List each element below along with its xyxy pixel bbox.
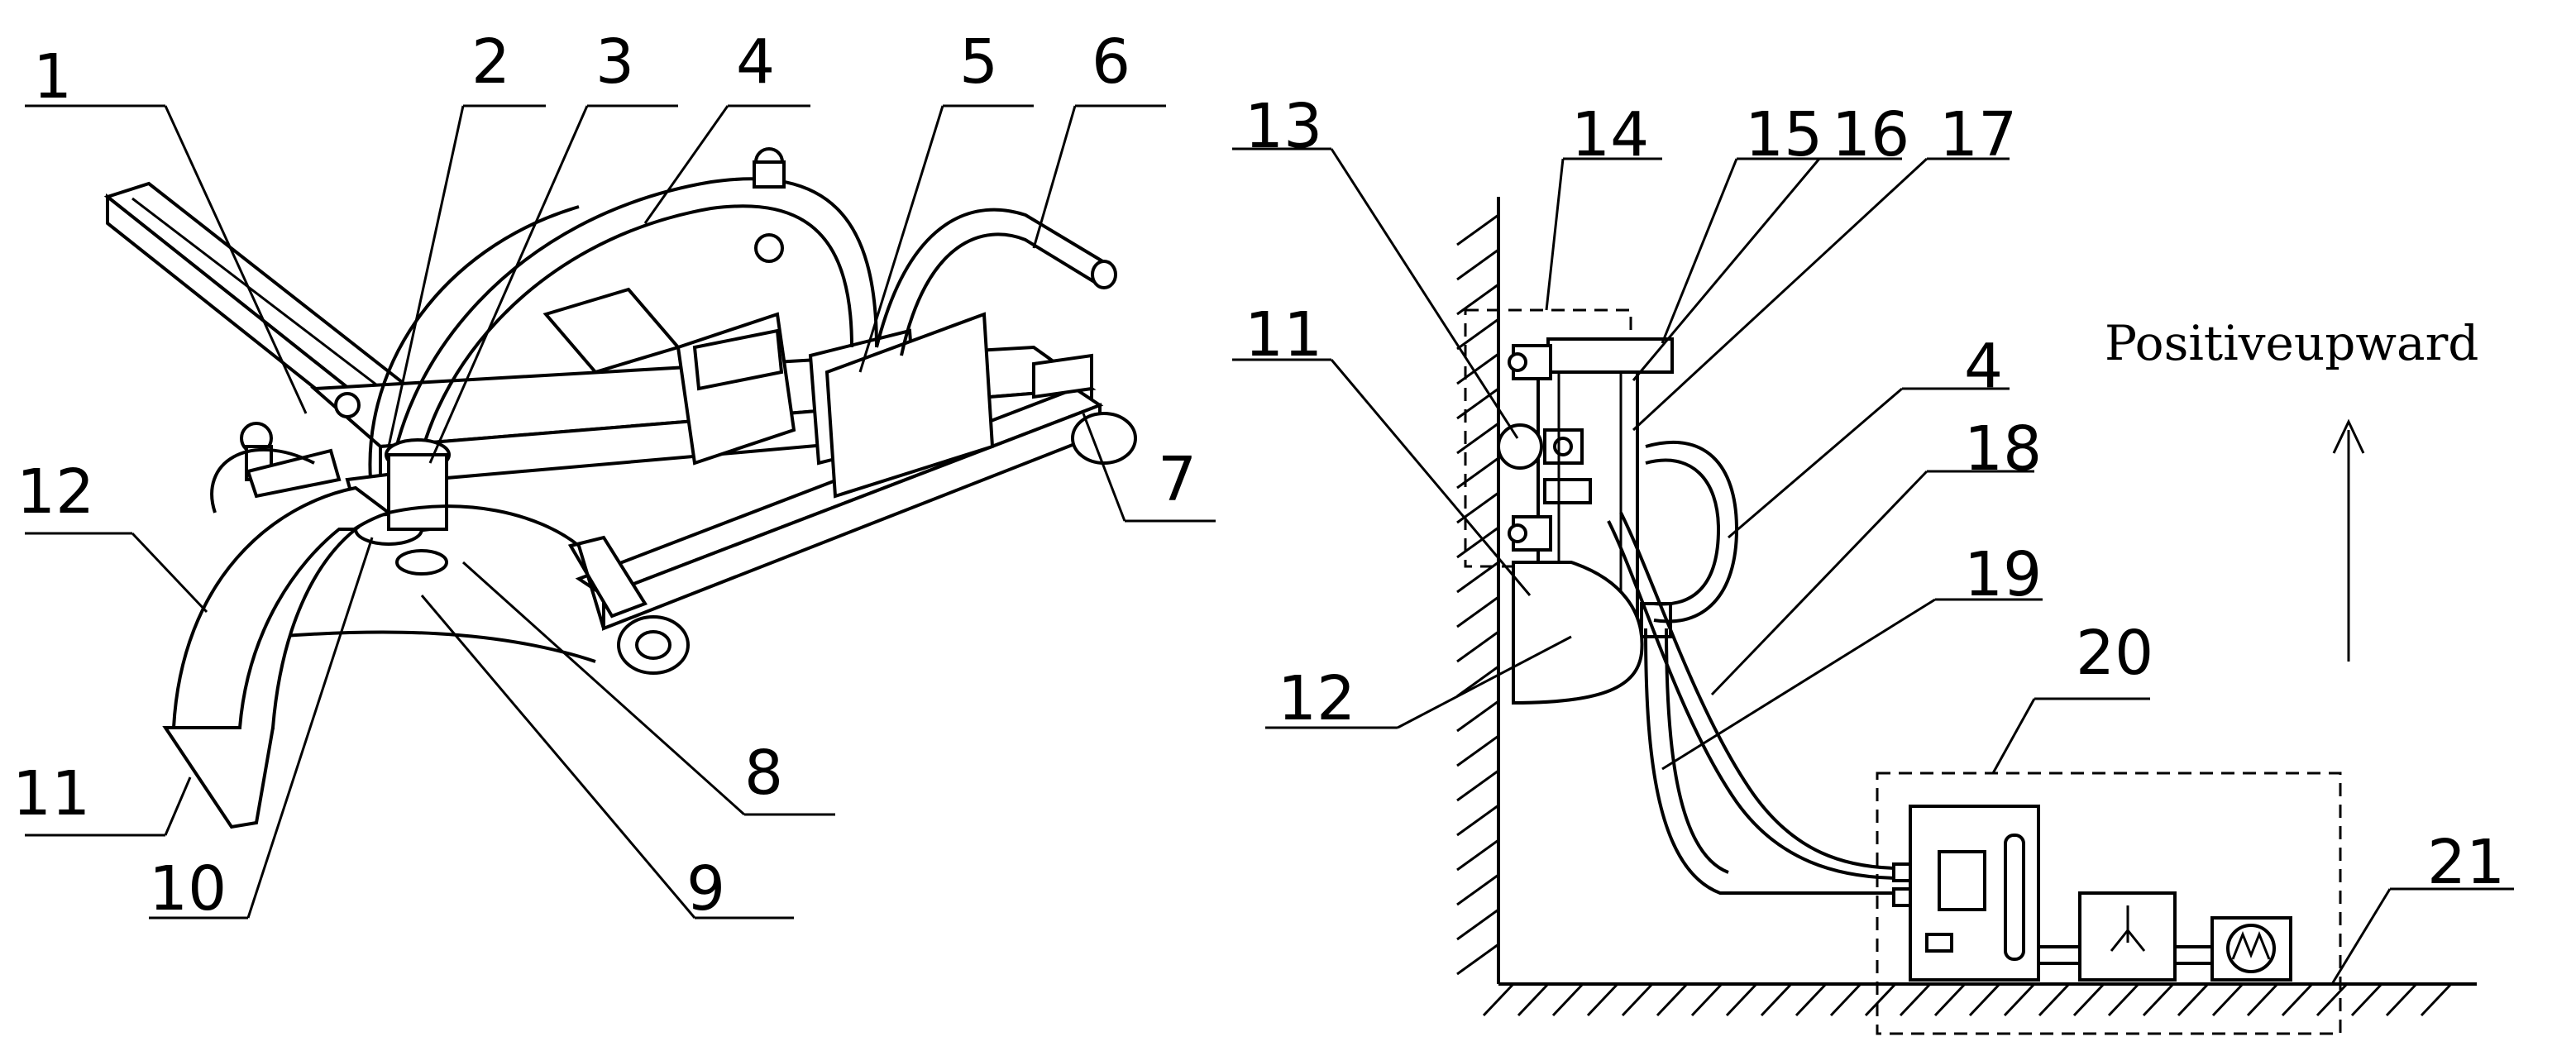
positive-upward-arrow bbox=[2332, 418, 2365, 662]
label-6: 6 bbox=[1092, 26, 1130, 98]
label-7: 7 bbox=[1158, 444, 1197, 515]
left-leader-lines bbox=[25, 104, 1216, 920]
right-shield-part-12 bbox=[1512, 561, 1644, 705]
label-12: 12 bbox=[17, 456, 94, 528]
label-4: 4 bbox=[736, 26, 775, 98]
label-12-right: 12 bbox=[1278, 663, 1355, 734]
label-19: 19 bbox=[1964, 539, 2042, 610]
floor-part-21 bbox=[1482, 982, 2477, 1017]
label-11: 11 bbox=[12, 758, 90, 829]
label-16: 16 bbox=[1832, 99, 1909, 170]
handle-part-6 bbox=[875, 208, 1117, 356]
label-13: 13 bbox=[1245, 91, 1322, 162]
dashed-box-part-20 bbox=[1876, 772, 2342, 1035]
hose-part-18 bbox=[1619, 512, 1903, 870]
label-2: 2 bbox=[471, 26, 510, 98]
scraper-blade-part-11 bbox=[162, 528, 361, 829]
left-device-drawing bbox=[103, 147, 1137, 829]
right-callout-labels: 13 14 15 16 17 11 4 18 19 12 20 21 Posit… bbox=[1245, 91, 2505, 898]
right-leader-lines bbox=[1232, 147, 2514, 985]
label-10: 10 bbox=[149, 853, 227, 924]
label-18: 18 bbox=[1964, 413, 2042, 485]
label-3: 3 bbox=[595, 26, 634, 98]
label-5: 5 bbox=[959, 26, 998, 98]
hose-part-19 bbox=[1644, 628, 1902, 895]
label-4-right: 4 bbox=[1964, 331, 2003, 402]
label-14: 14 bbox=[1571, 99, 1649, 170]
wall bbox=[1456, 197, 1500, 984]
motor-box bbox=[542, 287, 995, 499]
right-system-drawing bbox=[1456, 197, 2477, 1035]
left-callout-labels: 1 2 3 4 5 6 7 8 9 10 11 12 bbox=[12, 26, 1197, 924]
ground-station bbox=[1892, 805, 2292, 982]
label-9: 9 bbox=[686, 853, 725, 924]
label-21: 21 bbox=[2427, 827, 2505, 898]
loop-hose-part-4 bbox=[1645, 441, 1739, 623]
label-17: 17 bbox=[1939, 99, 2017, 170]
label-1: 1 bbox=[33, 41, 72, 112]
label-8: 8 bbox=[744, 738, 783, 809]
label-20: 20 bbox=[2076, 618, 2153, 689]
label-11-right: 11 bbox=[1245, 299, 1322, 370]
label-15: 15 bbox=[1745, 99, 1823, 170]
direction-note: Positiveupward bbox=[2105, 315, 2478, 371]
